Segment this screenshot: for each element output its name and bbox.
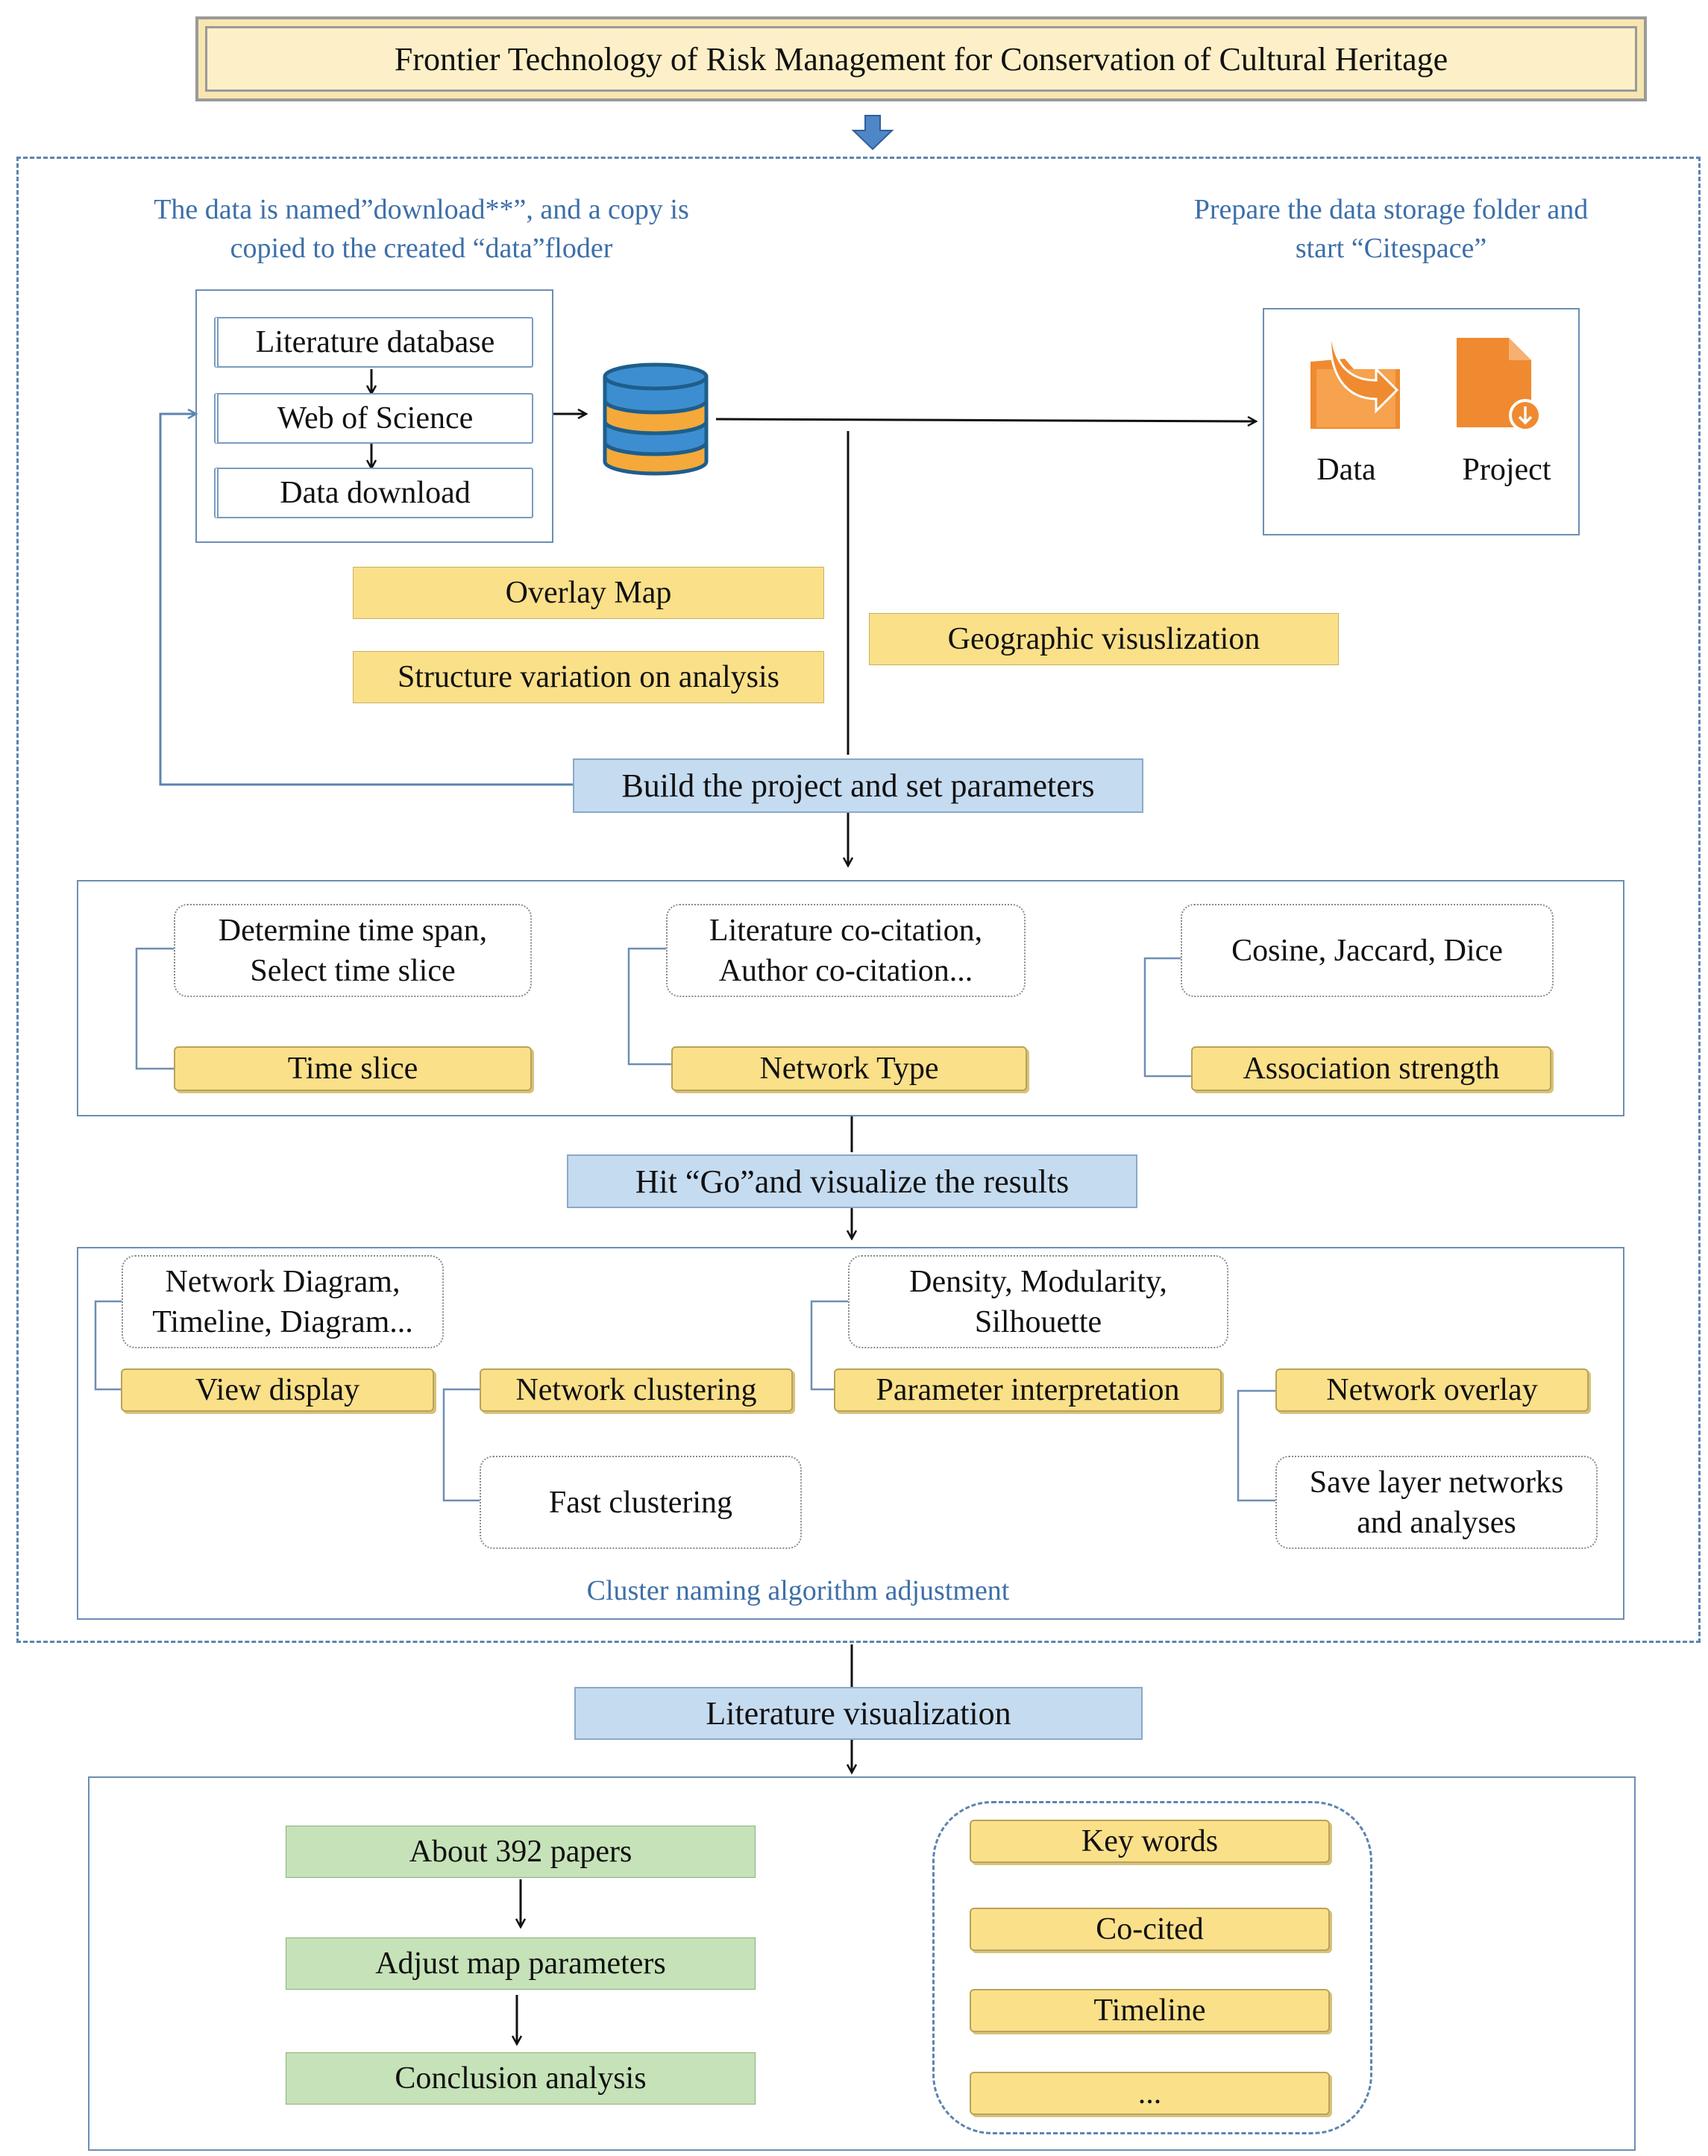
data-folder-icon — [1302, 317, 1406, 436]
label-network-overlay: Network overlay — [1275, 1368, 1589, 1412]
step-adjust-map: Adjust map parameters — [286, 1937, 756, 1990]
label-time-slice: Time slice — [174, 1046, 532, 1091]
step-web-of-science: Web of Science — [214, 393, 533, 444]
results-box — [77, 1247, 1624, 1620]
step-data-download: Data download — [214, 468, 533, 518]
note-association-measures: Cosine, Jaccard, Dice — [1181, 904, 1554, 997]
option-geographic-visualization: Geographic visuslization — [869, 613, 1339, 665]
note-view-types: Network Diagram, Timeline, Diagram... — [122, 1255, 444, 1348]
visualization-types-group — [932, 1801, 1372, 2134]
citespace-folder-box — [1263, 308, 1580, 535]
note-network-metrics: Density, Modularity, Silhouette — [848, 1255, 1228, 1348]
step-hit-go: Hit “Go”and visualize the results — [567, 1154, 1137, 1208]
label-network-clustering: Network clustering — [480, 1368, 793, 1412]
project-file-label: Project — [1462, 453, 1551, 487]
data-folder-label: Data — [1316, 453, 1376, 487]
diagram-title: Frontier Technology of Risk Management f… — [195, 16, 1647, 101]
step-literature-database: Literature database — [214, 317, 533, 368]
type-key-words: Key words — [970, 1820, 1330, 1863]
process-container — [16, 157, 1701, 1643]
note-save-layer: Save layer networks and analyses — [1275, 1456, 1598, 1549]
note-fast-clustering: Fast clustering — [480, 1456, 802, 1549]
label-association-strength: Association strength — [1191, 1046, 1551, 1091]
visualization-box — [88, 1776, 1636, 2151]
step-conclusion-analysis: Conclusion analysis — [286, 2052, 756, 2105]
data-source-box — [195, 289, 553, 543]
label-parameter-interpretation: Parameter interpretation — [834, 1368, 1222, 1412]
note-folder-prep: Prepare the data storage folder and star… — [1193, 194, 1589, 264]
type-co-cited: Co-cited — [970, 1908, 1330, 1951]
type-more: ... — [970, 2072, 1330, 2115]
note-time-span: Determine time span, Select time slice — [174, 904, 532, 997]
option-overlay-map: Overlay Map — [353, 567, 824, 619]
step-about-papers: About 392 papers — [286, 1826, 756, 1878]
note-network-type: Literature co-citation, Author co-citati… — [666, 904, 1026, 997]
type-timeline: Timeline — [970, 1989, 1330, 2032]
note-cluster-naming: Cluster naming algorithm adjustment — [586, 1575, 1010, 1606]
step-literature-visualization: Literature visualization — [574, 1687, 1143, 1740]
project-file-icon — [1451, 332, 1548, 440]
label-network-type: Network Type — [671, 1046, 1027, 1091]
parameters-box — [77, 880, 1624, 1116]
database-icon — [594, 362, 718, 477]
option-structure-variation: Structure variation on analysis — [353, 651, 824, 703]
label-view-display: View display — [121, 1368, 434, 1412]
note-data-naming: The data is named”download**”, and a cop… — [154, 194, 689, 264]
step-build-project: Build the project and set parameters — [573, 758, 1143, 813]
